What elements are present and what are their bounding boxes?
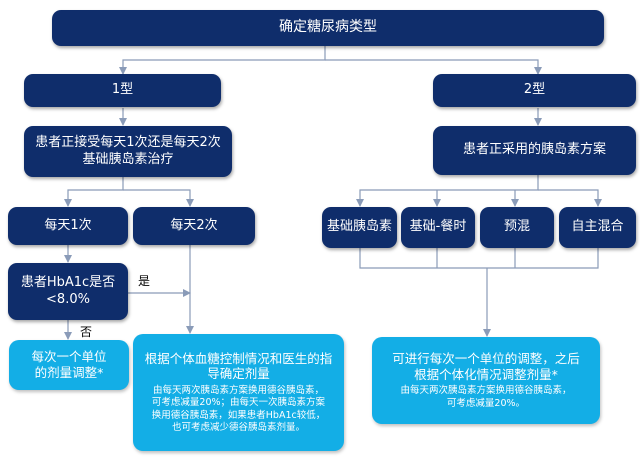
individual-adjust-line2: 导确定剂量 [207,366,270,382]
regimen-basal-bolus-label: 基础-餐时 [409,219,467,235]
type1-question-line2: 基础胰岛素治疗 [82,151,174,167]
regimen-basal-label: 基础胰岛素 [326,219,392,235]
unit-adjust-line1: 每次一个单位 [31,349,107,365]
regimen-premix-box: 预混 [480,207,554,248]
type2-label: 2型 [523,82,546,98]
individual-note-line3: 换用德谷胰岛素，如果患者HbA1c较低， [151,409,326,421]
type2-result-line1: 可进行每次一个单位的调整，之后 [392,351,580,367]
hba1c-question-line2: <8.0% [46,291,90,307]
type2-question-text: 患者正采用的胰岛素方案 [462,142,606,158]
regimen-premix-label: 预混 [503,219,530,235]
regimen-basal-box: 基础胰岛素 [322,207,397,248]
individual-adjust-box: 根据个体血糖控制情况和医生的指 导确定剂量 由每天两次胰岛素方案换用德谷胰岛素，… [133,334,344,451]
yes-label: 是 [138,274,151,288]
regimen-basal-bolus-box: 基础-餐时 [401,207,475,248]
twice-daily-box: 每天2次 [133,207,255,245]
twice-daily-label: 每天2次 [170,217,218,233]
regimen-self-mix-label: 自主混合 [571,219,624,235]
title-text: 确定糖尿病类型 [279,19,377,36]
regimen-self-mix-box: 自主混合 [559,207,636,248]
no-label: 否 [80,325,93,339]
type1-box: 1型 [24,74,221,107]
type2-result-line2: 根据个体化情况调整剂量* [414,366,558,382]
diabetes-type-title: 确定糖尿病类型 [52,10,604,46]
individual-note-line2: 可考虑减量20%；由每天一次胰岛素方案 [151,397,326,409]
individual-note-line1: 由每天两次胰岛素方案换用德谷胰岛素， [152,384,324,396]
type2-result-note: 由每天两次胰岛素方案换用德谷胰岛素， 可考虑减量20%。 [400,385,571,410]
type2-box: 2型 [433,74,636,107]
hba1c-question-box: 患者HbA1c是否 <8.0% [8,263,128,320]
type2-note-line2: 可考虑减量20%。 [446,397,526,409]
type2-result-box: 可进行每次一个单位的调整，之后 根据个体化情况调整剂量* 由每天两次胰岛素方案换… [372,337,600,424]
type2-question-box: 患者正采用的胰岛素方案 [433,126,636,175]
once-daily-box: 每天1次 [8,207,128,245]
individual-adjust-note: 由每天两次胰岛素方案换用德谷胰岛素， 可考虑减量20%；由每天一次胰岛素方案 换… [152,385,325,434]
hba1c-question-line1: 患者HbA1c是否 [20,275,116,291]
unit-adjust-line2: 的剂量调整* [34,365,104,380]
type1-label: 1型 [111,82,134,98]
type1-question-box: 患者正接受每天1次还是每天2次 基础胰岛素治疗 [24,126,232,177]
individual-note-line4: 也可考虑减少德谷胰岛素剂量。 [171,421,305,433]
type1-question-line1: 患者正接受每天1次还是每天2次 [35,135,221,151]
once-daily-label: 每天1次 [44,217,92,233]
type2-note-line1: 由每天两次胰岛素方案换用德谷胰岛素， [400,385,572,397]
unit-adjust-box: 每次一个单位 的剂量调整* [9,340,129,390]
individual-adjust-line1: 根据个体血糖控制情况和医生的指 [144,350,333,366]
